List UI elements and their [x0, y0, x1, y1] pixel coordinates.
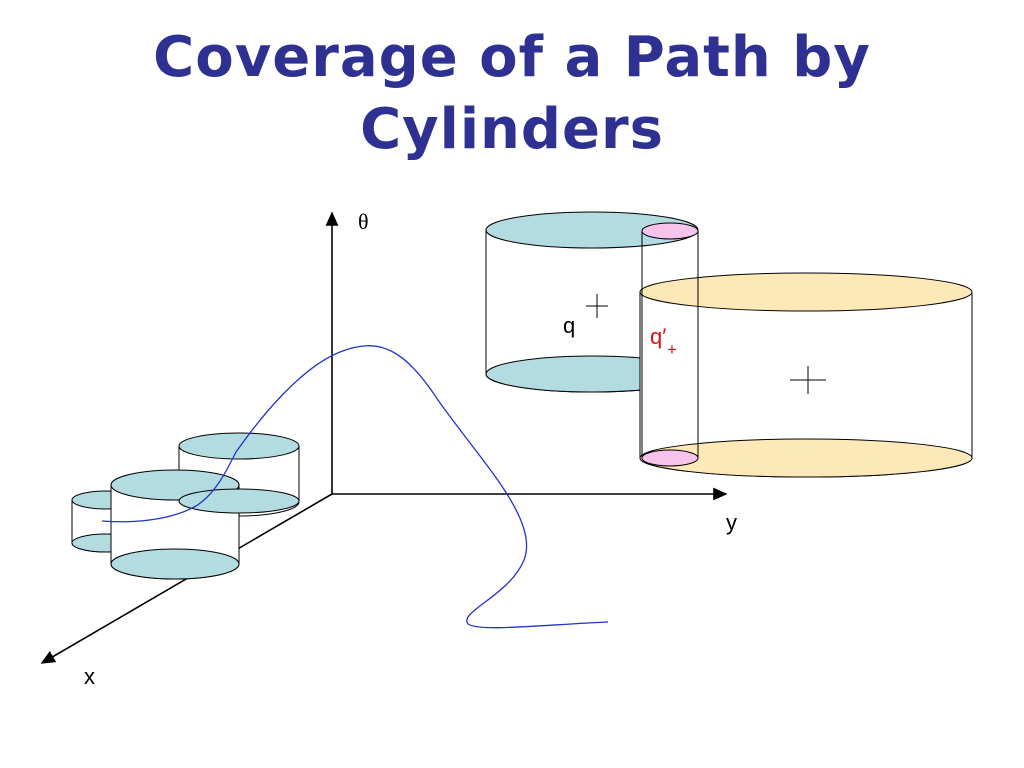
cylinder-q-prime	[641, 222, 699, 467]
cylinder-q-prime-bottom	[641, 449, 699, 467]
cylinder-beige-top	[639, 272, 973, 312]
small-cylinder-d	[178, 488, 300, 514]
cylinder-q-prime-top	[641, 222, 699, 240]
x-axis-label: x	[84, 664, 95, 689]
cylinder-beige-bottom	[639, 438, 973, 478]
path-curve	[101, 345, 609, 629]
y-axis-label: y	[726, 510, 737, 535]
label-q-prime: q′	[650, 324, 666, 349]
title-line-2: Cylinders	[360, 97, 664, 162]
small-cylinder-c	[110, 469, 240, 580]
cross-q	[586, 294, 608, 318]
center-marks	[586, 294, 826, 394]
slide-title: Coverage of a Path by Cylinders	[0, 22, 1024, 166]
label-q: q	[563, 313, 575, 338]
theta-axis-label: θ	[358, 209, 369, 234]
label-q-prime-plus: q′ +	[650, 324, 677, 359]
title-line-1: Coverage of a Path by	[153, 25, 871, 90]
cross-beige	[790, 366, 826, 394]
small-cylinder-cluster	[71, 432, 300, 580]
cylinder-beige	[639, 272, 973, 478]
label-q-prime-subscript: +	[667, 340, 677, 359]
